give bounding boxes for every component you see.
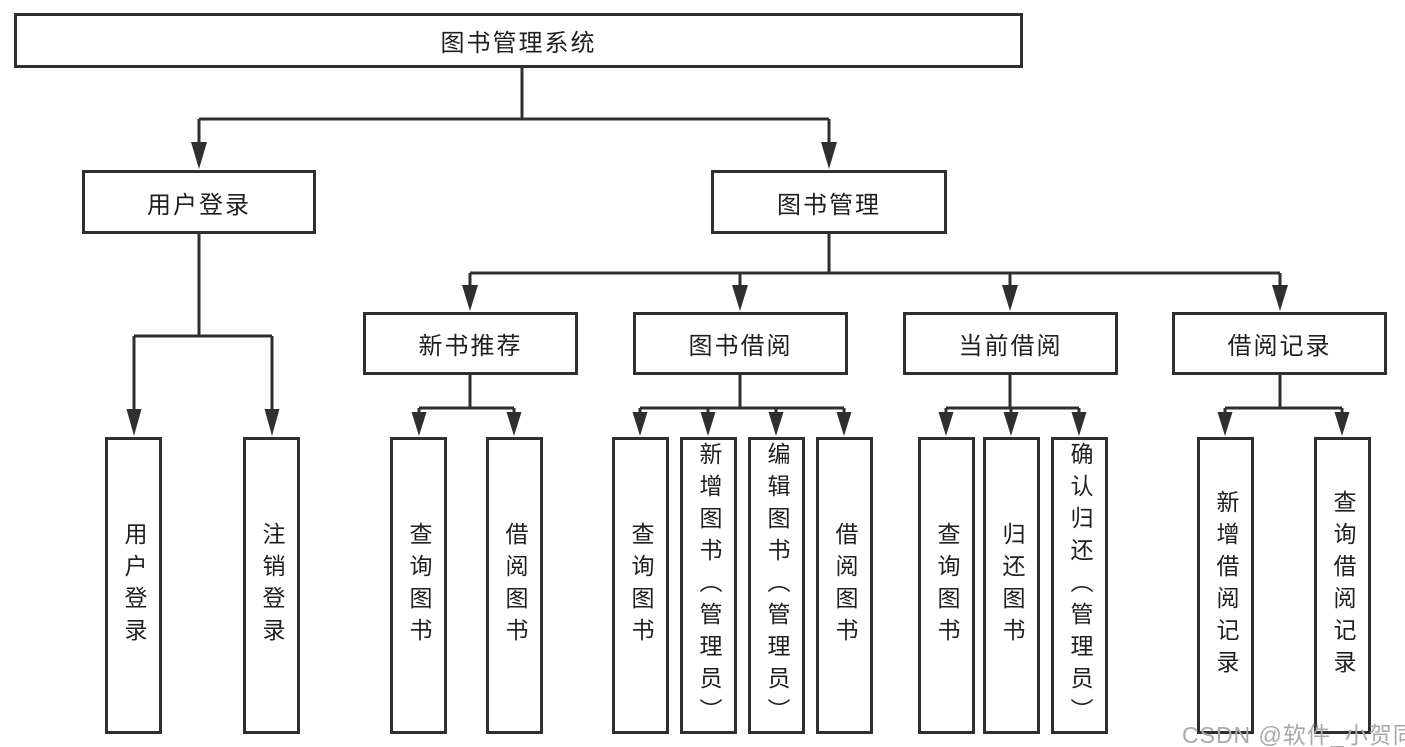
leaf-return-book: 归还图书	[983, 437, 1040, 734]
leaf-add-book-admin: 新增图书（管理员）	[680, 437, 737, 734]
node-current-borrowing: 当前借阅	[903, 312, 1118, 375]
node-label: 图书借阅	[688, 333, 793, 360]
leaf-borrow-books-recommend: 借阅图书	[486, 437, 543, 734]
leaf-logout: 注销登录	[243, 437, 300, 734]
node-library-management-system: 图书管理系统	[14, 13, 1023, 68]
node-label: 新书推荐	[418, 333, 523, 360]
node-label: 当前借阅	[958, 333, 1063, 360]
leaf-query-borrow-record: 查询借阅记录	[1314, 437, 1371, 734]
leaf-query-books-current: 查询图书	[918, 437, 975, 734]
node-new-book-recommendation: 新书推荐	[363, 312, 578, 375]
node-book-borrowing: 图书借阅	[633, 312, 848, 375]
leaf-add-borrow-record: 新增借阅记录	[1197, 437, 1254, 734]
leaf-confirm-return-admin: 确认归还（管理员）	[1051, 437, 1108, 734]
leaf-user-login: 用户登录	[105, 437, 162, 734]
leaf-edit-book-admin: 编辑图书（管理员）	[748, 437, 805, 734]
node-user-login: 用户登录	[82, 170, 316, 234]
node-label: 借阅记录	[1227, 333, 1332, 360]
node-label: 图书管理	[777, 191, 881, 219]
node-label: 图书管理系统	[440, 30, 597, 57]
node-book-management: 图书管理	[711, 170, 947, 234]
leaf-query-books-borrowing: 查询图书	[612, 437, 669, 734]
node-label: 用户登录	[147, 191, 251, 219]
leaf-borrow-books-borrowing: 借阅图书	[816, 437, 873, 734]
leaf-query-books-recommend: 查询图书	[390, 437, 447, 734]
node-borrowing-records: 借阅记录	[1172, 312, 1387, 375]
csdn-watermark: CSDN @软件_小贺同学	[1182, 722, 1405, 747]
